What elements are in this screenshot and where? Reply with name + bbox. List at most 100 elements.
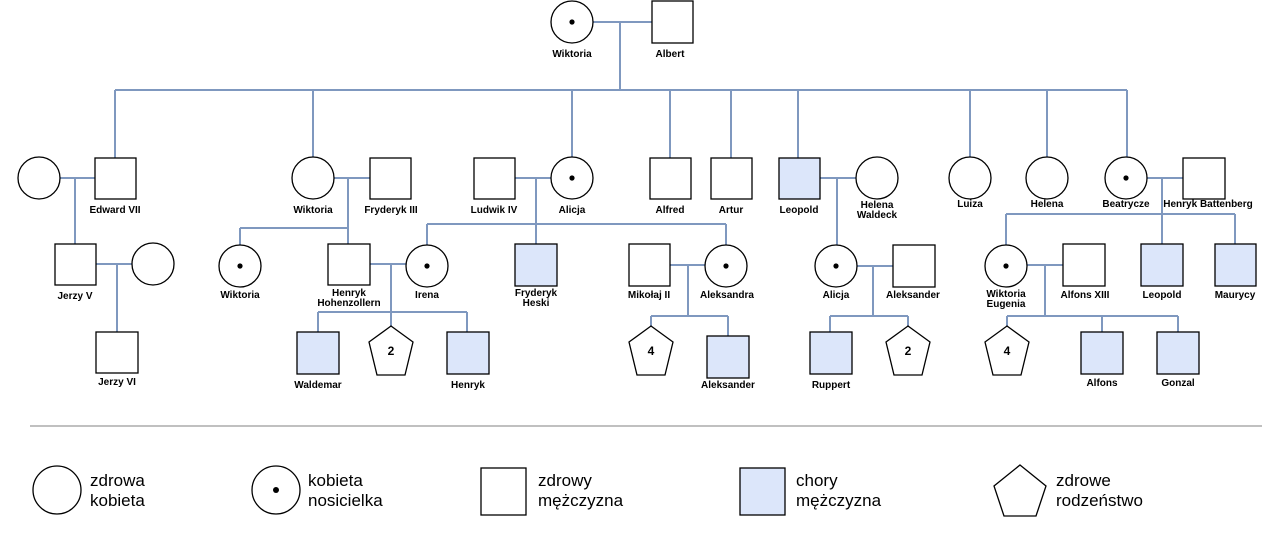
siblings-count: 2 [905, 344, 912, 358]
label-henryk-battenberg: Henryk Battenberg [1163, 199, 1252, 210]
siblings-count: 4 [648, 344, 655, 358]
label-beatrycze: Beatrycze [1102, 199, 1150, 210]
legend-carrier-female-1: kobieta [308, 471, 363, 490]
label-jerzy-v: Jerzy V [57, 291, 92, 302]
label-aleksander: Aleksander [886, 290, 940, 301]
label-leopold-grandson: Leopold [1143, 290, 1182, 301]
label-alfred: Alfred [656, 205, 685, 216]
alfons-affected-symbol [1080, 331, 1124, 375]
label-henryk: Henryk [451, 380, 485, 391]
label-fryderyk-iii: Fryderyk III [364, 205, 418, 216]
legend-healthy-male-2: mężczyzna [538, 491, 624, 510]
label-wiktoria-eugenia-1: Wiktoria [986, 289, 1026, 300]
carrier-dot [569, 19, 575, 25]
artur-symbol [710, 157, 753, 200]
carrier-dot [723, 263, 729, 269]
label-alicja: Alicja [559, 205, 586, 216]
legend-healthy-siblings-icon [993, 464, 1047, 517]
label-irena: Irena [415, 290, 439, 301]
legend: zdrowa kobieta kobieta nosicielka zdrowy… [32, 464, 1143, 517]
label-ruppert: Ruppert [812, 380, 851, 391]
label-wiktoria: Wiktoria [552, 49, 592, 60]
henryk-battenberg-symbol [1182, 157, 1226, 200]
label-wiktoria-daughter: Wiktoria [293, 205, 333, 216]
aleksander-symbol [892, 244, 936, 288]
label-helena-waldeck-2: Waldeck [857, 210, 898, 221]
legend-healthy-male-1: zdrowy [538, 471, 592, 490]
label-edward-vii: Edward VII [89, 205, 140, 216]
aleksander-romanov-affected-symbol [706, 335, 750, 379]
legend-healthy-female-2: kobieta [90, 491, 145, 510]
carrier-dot [1123, 175, 1129, 181]
siblings-pentagon-spain [984, 325, 1030, 376]
henryk-hohenzollern-symbol [327, 243, 371, 286]
ruppert-affected-symbol [809, 331, 853, 375]
label-gonzal: Gonzal [1161, 378, 1195, 389]
legend-healthy-siblings-1: zdrowe [1056, 471, 1111, 490]
label-aleksandra: Aleksandra [700, 290, 754, 301]
label-fryderyk-heski-2: Heski [523, 298, 550, 309]
legend-healthy-female-1: zdrowa [90, 471, 145, 490]
fryderyk-heski-affected-symbol [514, 243, 558, 287]
albert-symbol [651, 0, 694, 44]
spouse-edward-symbol [17, 156, 61, 200]
carrier-dot [424, 263, 430, 269]
leopold-grandson-affected-symbol [1140, 243, 1184, 287]
luiza-symbol [948, 156, 992, 200]
label-luiza: Luiza [957, 199, 983, 210]
label-helena: Helena [1031, 199, 1064, 210]
fryderyk-iii-symbol [369, 157, 412, 200]
leopold-affected-symbol [778, 157, 821, 200]
label-maurycy: Maurycy [1215, 290, 1256, 301]
label-fryderyk-heski-1: Fryderyk [515, 288, 558, 299]
label-waldemar: Waldemar [294, 380, 342, 391]
label-mikolaj-ii: Mikołaj II [628, 290, 670, 301]
alfons-xiii-symbol [1062, 243, 1106, 287]
label-alfons: Alfons [1086, 378, 1118, 389]
gonzal-affected-symbol [1156, 331, 1200, 375]
pedigree-lines [60, 21, 1236, 336]
label-alicja-granddaughter: Alicja [823, 290, 850, 301]
edward-vii-symbol [94, 157, 137, 200]
spouse-jerzy-v-symbol [131, 242, 175, 286]
jerzy-vi-symbol [95, 331, 139, 374]
label-henryk-hohenzollern-2: Hohenzollern [317, 298, 380, 309]
label-ludwik-iv: Ludwik IV [471, 205, 518, 216]
label-artur: Artur [719, 205, 744, 216]
siblings-pentagon-romanov [628, 325, 674, 376]
legend-healthy-siblings-2: rodzeństwo [1056, 491, 1143, 510]
label-alfons-xiii: Alfons XIII [1061, 290, 1110, 301]
carrier-dot [833, 263, 839, 269]
wiktoria-daughter-symbol [291, 156, 335, 200]
label-aleksander-romanov: Aleksander [701, 380, 755, 391]
legend-healthy-male-icon [480, 467, 527, 516]
siblings-pentagon-henryk-irena [368, 325, 414, 376]
alfred-symbol [649, 157, 692, 200]
helena-symbol [1025, 156, 1069, 200]
ludwik-iv-symbol [473, 157, 516, 200]
legend-healthy-female-icon [32, 465, 82, 515]
carrier-dot [273, 487, 279, 493]
carrier-dot [569, 175, 575, 181]
maurycy-affected-symbol [1214, 243, 1257, 287]
carrier-dot [1003, 263, 1009, 269]
label-jerzy-vi: Jerzy VI [98, 377, 136, 388]
siblings-count: 2 [388, 344, 395, 358]
legend-affected-male-1: chory [796, 471, 838, 490]
henryk-affected-symbol [446, 331, 490, 375]
label-wiktoria-eugenia-2: Eugenia [987, 299, 1026, 310]
label-albert: Albert [656, 49, 686, 60]
legend-affected-male-icon [739, 467, 786, 516]
siblings-pentagon-alicja [885, 325, 931, 376]
label-wiktoria-granddaughter: Wiktoria [220, 290, 260, 301]
siblings-count: 4 [1004, 344, 1011, 358]
label-leopold: Leopold [780, 205, 819, 216]
mikolaj-ii-symbol [628, 243, 671, 287]
legend-carrier-female-2: nosicielka [308, 491, 383, 510]
waldemar-affected-symbol [296, 331, 340, 375]
legend-affected-male-2: mężczyzna [796, 491, 882, 510]
label-henryk-hohenzollern-1: Henryk [332, 288, 366, 299]
helena-waldeck-symbol [855, 156, 899, 200]
jerzy-v-symbol [54, 243, 97, 286]
